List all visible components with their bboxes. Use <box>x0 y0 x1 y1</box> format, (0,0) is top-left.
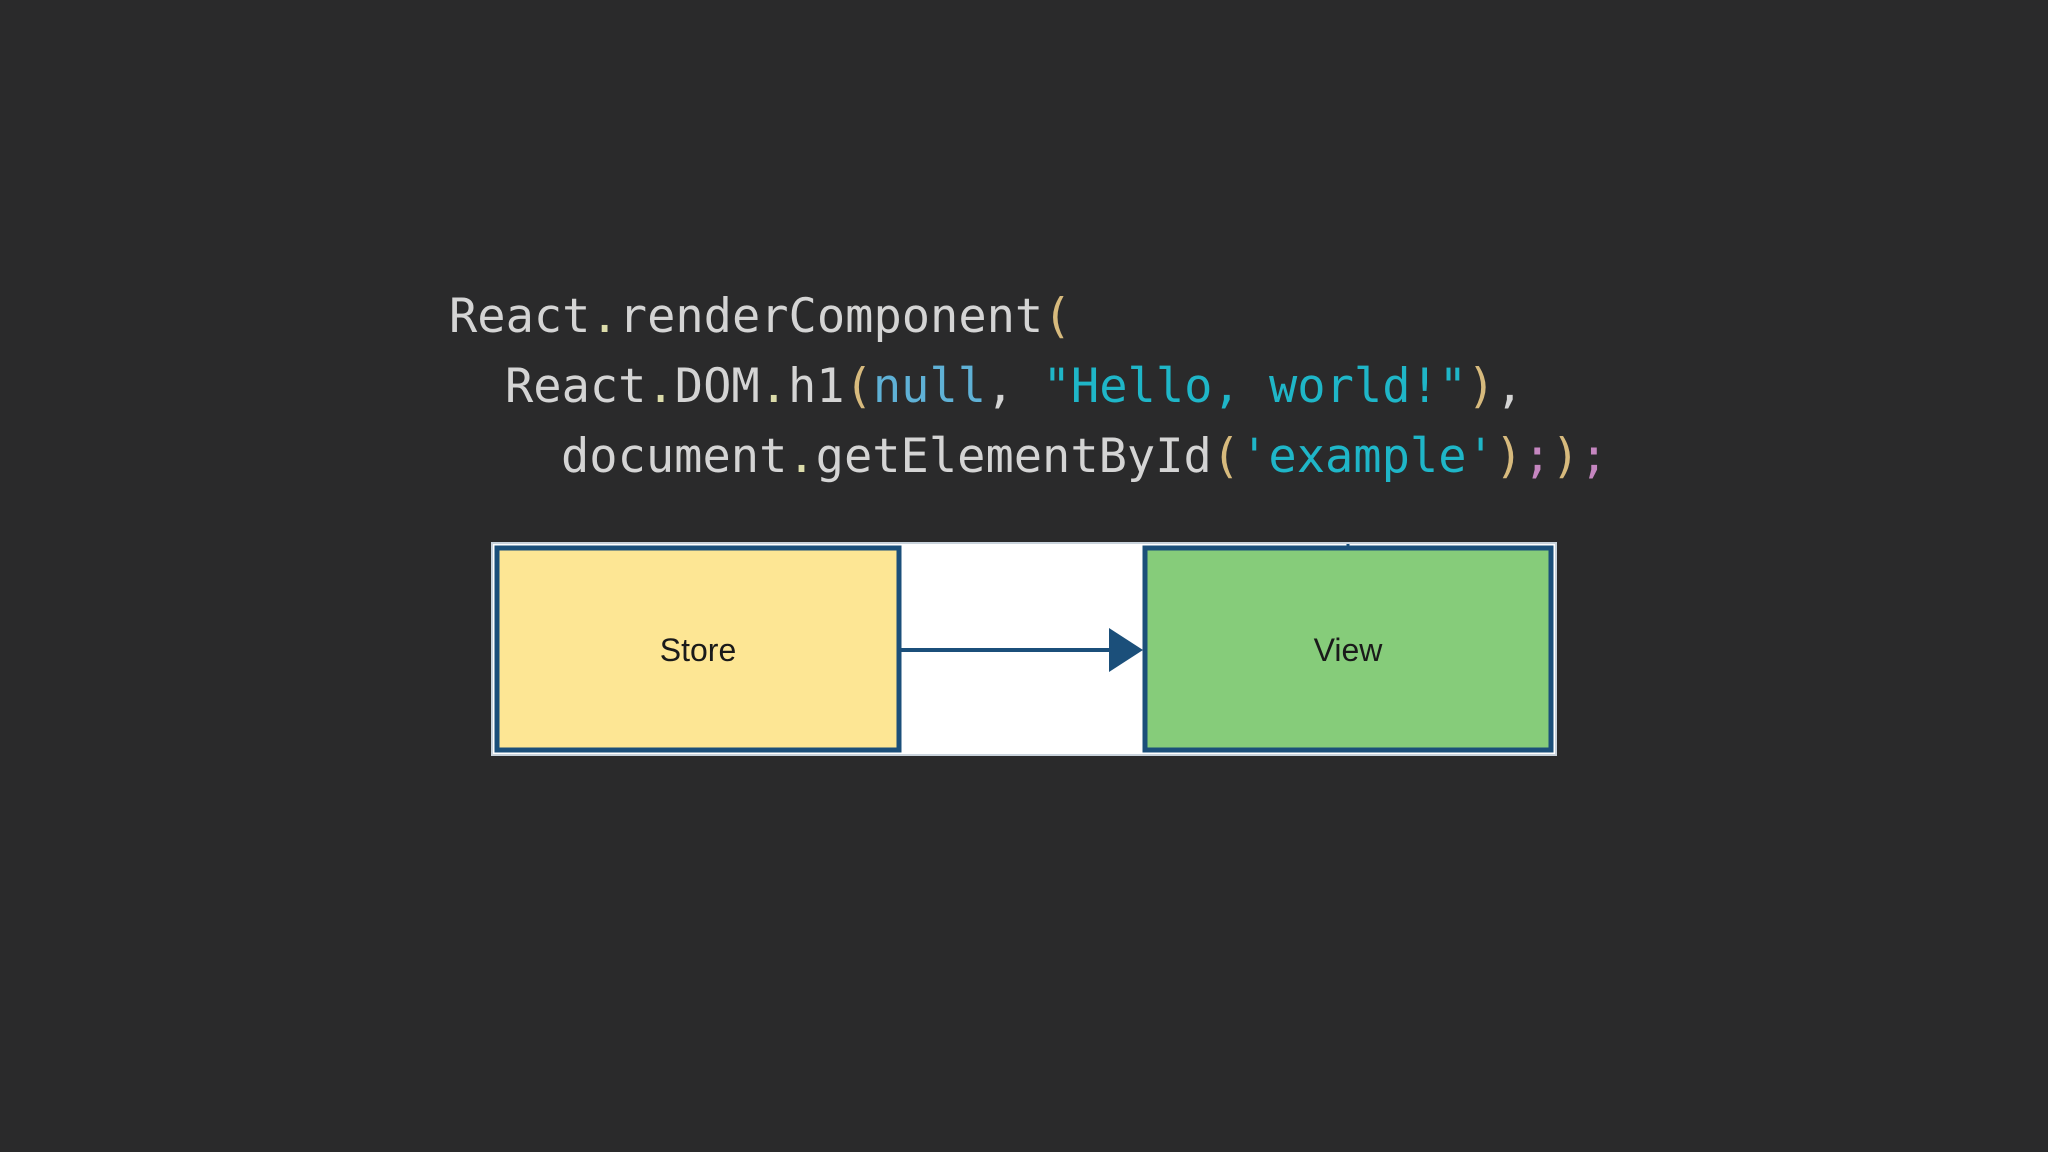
code-token: React <box>449 289 591 344</box>
code-token: , <box>1495 359 1524 414</box>
code-line-2: React.DOM.h1(null, "Hello, world!"), <box>449 352 1608 422</box>
code-token: h1 <box>787 359 845 414</box>
code-token: ) <box>1467 359 1496 414</box>
code-token: . <box>646 359 675 414</box>
code-token: . <box>590 289 619 344</box>
code-token: . <box>759 359 788 414</box>
node-view-label: View <box>1314 632 1384 668</box>
code-line-3: document.getElementById('example');); <box>449 422 1608 492</box>
code-token: ( <box>844 359 873 414</box>
code-token: 'example' <box>1240 429 1495 484</box>
code-token: . <box>787 429 816 484</box>
code-token: renderComponent <box>618 289 1044 344</box>
code-token: document <box>561 429 788 484</box>
code-block: React.renderComponent(React.DOM.h1(null,… <box>449 282 1608 492</box>
code-token: ; <box>1579 429 1608 484</box>
flow-diagram-svg: Store View <box>494 544 1554 753</box>
code-token: null <box>872 359 987 414</box>
code-token: React <box>505 359 647 414</box>
code-line-1: React.renderComponent( <box>449 282 1608 352</box>
code-token: ) <box>1551 429 1580 484</box>
code-token: ( <box>1043 289 1072 344</box>
node-view <box>1142 545 1554 753</box>
code-token: getElementById <box>815 429 1212 484</box>
flow-diagram: Store View <box>491 542 1557 756</box>
arrowhead-icon <box>1109 628 1143 672</box>
code-token: , <box>986 359 1043 414</box>
code-token: ) <box>1494 429 1524 484</box>
node-store-label: Store <box>660 632 736 668</box>
code-token: "Hello, world!" <box>1042 359 1468 414</box>
code-token: ( <box>1211 429 1241 484</box>
node-store <box>494 545 902 753</box>
code-token: ; <box>1523 429 1552 484</box>
code-token: DOM <box>674 359 760 414</box>
